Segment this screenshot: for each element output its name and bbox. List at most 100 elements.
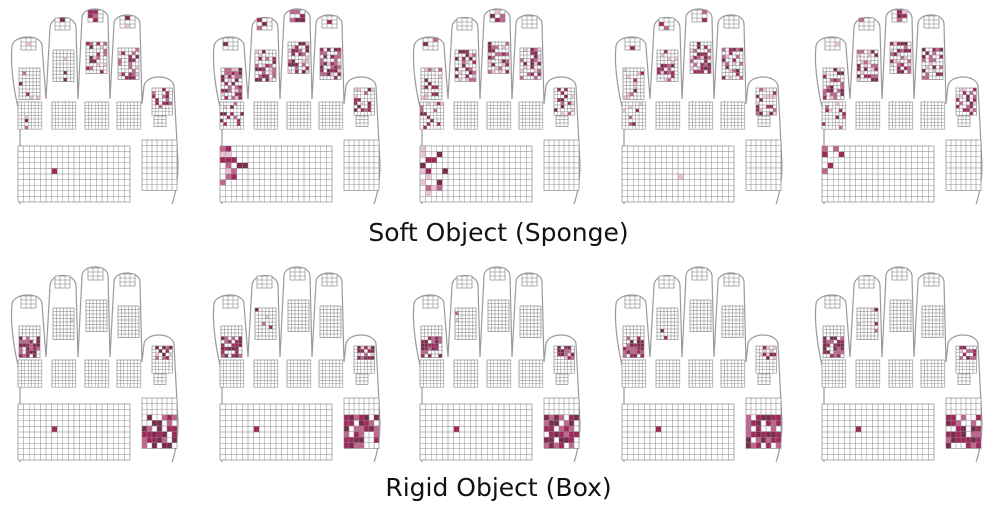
sensor-cell [233,101,238,106]
glove-frame-1-4 [614,8,783,205]
sensor-cell [491,69,496,74]
sensor-cell [667,70,672,75]
sensor-cell [220,74,225,79]
finger-base-pad [253,101,279,130]
sensor-cell [893,41,898,46]
sensor-cell [972,87,977,92]
sensor-cell [333,68,338,73]
palm-side-pad-frame [543,139,580,191]
sensor-cell [305,41,310,46]
sensor-cell [219,179,226,186]
sensor-cell [220,92,225,97]
sensor-cell [860,70,865,75]
finger-tip-pad [87,9,104,23]
sensor-cell [921,75,926,80]
sensor-cell [59,17,66,23]
sensor-cell [168,111,173,116]
sensor-cell [932,47,937,52]
glove-frame-1-3 [412,8,581,205]
sensor-cell [29,343,34,348]
sensor-cell [693,48,698,53]
sensor-cell [423,125,427,130]
sensor-cell [161,122,167,127]
sensor-cell [323,61,328,66]
sensor-cell [633,85,638,90]
finger-pad [85,41,108,74]
sensor-cell [635,108,640,113]
sensor-cell [703,66,708,71]
thumb-tip-pad-frame [153,115,167,127]
sensor-cell [330,65,335,70]
sensor-cell [128,65,133,70]
sensor-cell [219,157,226,163]
sensor-cell [856,63,861,68]
sensor-cell [519,75,524,80]
sensor-cell [567,101,572,106]
sensor-cell [728,68,733,73]
sensor-cell [519,58,524,63]
sensor-cell [36,343,41,348]
sensor-cell [468,56,473,61]
sensor-cell [533,47,538,52]
sensor-cell [103,48,108,53]
finger-base-pad [821,101,847,130]
sensor-cell [537,47,542,52]
sensor-cell [436,179,443,186]
sensor-cell [468,53,473,58]
sensor-cell [772,91,777,95]
sensor-cell [337,65,342,70]
sensor-cell [146,414,153,421]
sensor-cell [436,151,443,158]
sensor-cell [487,41,492,46]
thumb-tip-pad-frame [355,115,369,127]
sensor-cell [689,59,694,64]
sensor-cell [440,125,444,130]
glove-frame-1-2 [212,8,381,205]
glove-frame-1-5 [814,8,983,205]
sensor-cell [972,94,977,99]
sensor-cell [353,98,358,102]
sensor-cell [242,162,249,169]
sensor-cell [339,125,343,130]
sensor-cell [896,17,903,23]
sensor-cell [432,37,439,43]
sensor-cell [256,17,263,23]
sensor-cell [436,122,441,126]
sensor-cell [491,55,496,60]
sensor-cell [331,23,338,29]
thumb-pad [553,87,575,116]
sensor-cell [223,122,227,126]
sensor-cell [701,17,708,23]
sensor-cell [893,52,898,57]
finger-tip-pad [54,275,71,289]
sensor-cell [22,339,27,344]
finger-tip-pad-frame [723,15,740,29]
sensor-cell [728,75,733,80]
sensor-cell [438,67,443,72]
sensor-cell [18,350,23,355]
finger-base-pad [318,101,344,130]
finger-pad [287,41,310,74]
sensor-cell [319,72,324,77]
sensor-cell [225,157,232,163]
sensor-cell [670,63,675,68]
sensor-cell [860,60,865,65]
sensor-cell [326,19,333,25]
sensor-cell [959,87,963,92]
sensor-cell [323,54,328,59]
palm-side-pad [543,139,580,191]
sensor-cell [629,92,634,97]
sensor-cell [431,157,437,163]
sensor-cell [128,61,133,66]
sensor-cell [227,85,232,90]
sensor-cell [821,168,828,175]
palm-side-pad [343,139,380,191]
sensor-cell [955,94,960,99]
sensor-cell [707,62,712,67]
sensor-cell [254,63,259,68]
sensor-cell [907,69,912,74]
sensor-cell [103,69,108,74]
sensor-cell [523,61,528,66]
sensor-cell [155,98,159,102]
sensor-cell [700,62,705,67]
